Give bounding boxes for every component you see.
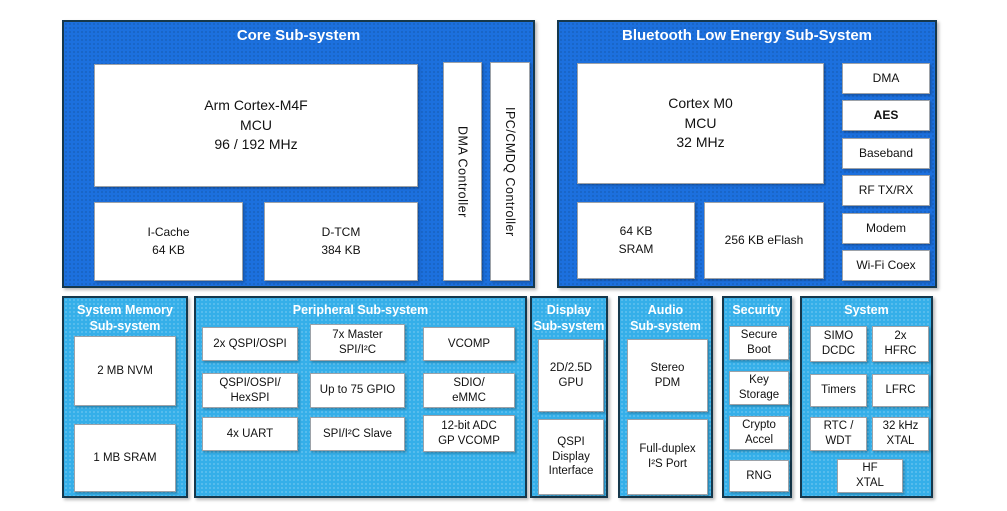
hf-xtal-block: HF XTAL [837, 459, 903, 493]
qspi-ospi-block: 2x QSPI/OSPI [202, 327, 298, 361]
vcomp-block: VCOMP [423, 327, 515, 361]
key-storage-block: Key Storage [729, 371, 789, 405]
system-section: System SIMO DCDC 2x HFRC Timers LFRC RTC… [800, 296, 933, 498]
ble-eflash-block: 256 KB eFlash [704, 202, 824, 279]
stereo-pdm-block: Stereo PDM [627, 339, 708, 412]
i2s-port-block: Full-duplex I²S Port [627, 419, 708, 495]
system-title: System [844, 303, 889, 317]
display-subsystem-section: Display Sub-system 2D/2.5D GPU QSPI Disp… [530, 296, 608, 498]
cortex-m4f-mcu-block: Arm Cortex-M4F MCU 96 / 192 MHz [94, 64, 418, 187]
spi-i2c-slave-block: SPI/I²C Slave [310, 417, 405, 451]
timers-block: Timers [810, 374, 867, 407]
cortex-m0-mcu-block: Cortex M0 MCU 32 MHz [577, 63, 824, 184]
master-spi-i2c-block: 7x Master SPI/I²C [310, 324, 405, 361]
nvm-block: 2 MB NVM [74, 336, 176, 406]
ble-wifi-coex-block: Wi-Fi Coex [842, 250, 930, 281]
sdio-emmc-block: SDIO/ eMMC [423, 373, 515, 408]
audio-subsystem-section: Audio Sub-system Stereo PDM Full-duplex … [618, 296, 713, 498]
gpu-block: 2D/2.5D GPU [538, 339, 604, 412]
peripheral-title: Peripheral Sub-system [292, 303, 429, 317]
gpio-block: Up to 75 GPIO [310, 373, 405, 408]
system-memory-title: System Memory Sub-system [77, 303, 173, 333]
dtcm-block: D-TCM 384 KB [264, 202, 418, 281]
hexspi-block: QSPI/OSPI/ HexSPI [202, 373, 298, 408]
audio-title: Audio Sub-system [630, 303, 701, 333]
ble-subsystem-title: Bluetooth Low Energy Sub-System [621, 27, 873, 44]
system-memory-subsystem-section: System Memory Sub-system 2 MB NVM 1 MB S… [62, 296, 188, 498]
crypto-accel-block: Crypto Accel [729, 416, 789, 450]
security-title: Security [732, 303, 782, 317]
ble-aes-block: AES [842, 100, 930, 131]
qspi-display-interface-block: QSPI Display Interface [538, 419, 604, 495]
ble-sram-block: 64 KB SRAM [577, 202, 695, 279]
simo-dcdc-block: SIMO DCDC [810, 326, 867, 362]
secure-boot-block: Secure Boot [729, 326, 789, 360]
32khz-xtal-block: 32 kHz XTAL [872, 417, 929, 451]
ipc-cmdq-controller-block: IPC/CMDQ Controller [490, 62, 530, 281]
rng-block: RNG [729, 460, 789, 492]
rtc-wdt-block: RTC / WDT [810, 417, 867, 451]
core-subsystem-section: Core Sub-system Arm Cortex-M4F MCU 96 / … [62, 20, 535, 288]
icache-block: I-Cache 64 KB [94, 202, 243, 281]
core-subsystem-title: Core Sub-system [236, 27, 361, 44]
ble-subsystem-section: Bluetooth Low Energy Sub-System Cortex M… [557, 20, 937, 288]
lfrc-block: LFRC [872, 374, 929, 407]
display-title: Display Sub-system [533, 303, 605, 333]
ble-dma-block: DMA [842, 63, 930, 94]
sram-block: 1 MB SRAM [74, 424, 176, 492]
dma-controller-block: DMA Controller [443, 62, 482, 281]
peripheral-subsystem-section: Peripheral Sub-system 2x QSPI/OSPI 7x Ma… [194, 296, 527, 498]
ble-baseband-block: Baseband [842, 138, 930, 169]
hfrc-block: 2x HFRC [872, 326, 929, 362]
adc-gp-vcomp-block: 12-bit ADC GP VCOMP [423, 415, 515, 452]
security-section: Security Secure Boot Key Storage Crypto … [722, 296, 792, 498]
uart-block: 4x UART [202, 417, 298, 451]
ble-modem-block: Modem [842, 213, 930, 244]
ble-rf-txrx-block: RF TX/RX [842, 175, 930, 206]
